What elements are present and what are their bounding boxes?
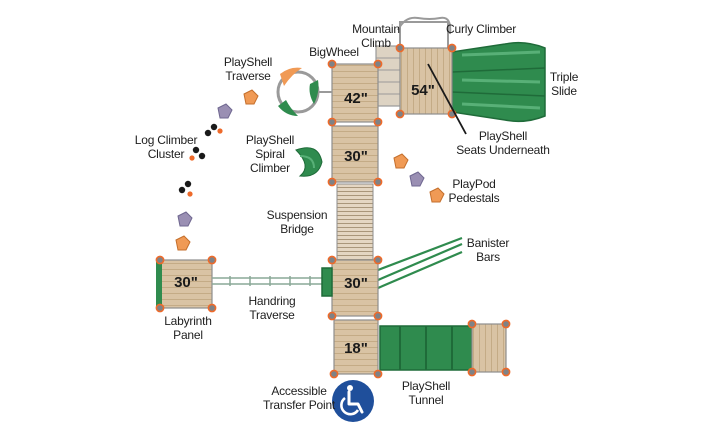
label-accessible-transfer-point: Accessible Transfer Point: [262, 384, 336, 412]
label-curly-climber: Curly Climber: [446, 22, 517, 36]
playshell-spiral-climber: [295, 147, 323, 177]
deck-30-left-label: 30": [174, 274, 198, 291]
deck-54-shape: [399, 47, 453, 115]
playpod-pedestals: [175, 89, 445, 251]
label-playshell-seats: PlayShell Seats Underneath: [456, 129, 550, 157]
deck-30-left-shape: [156, 259, 213, 309]
suspension-bridge-shape: [336, 183, 374, 261]
wheelchair-icon: [332, 380, 374, 422]
posts: [155, 43, 511, 379]
label-playshell-traverse: PlayShell Traverse: [223, 55, 273, 83]
playshell-seats-leader: [427, 63, 467, 135]
deck-30-upper-shape: [331, 125, 379, 183]
label-labyrinth-panel: Labyrinth Panel: [164, 314, 212, 342]
handring-traverse: [212, 267, 333, 297]
deck-18-shape: [333, 319, 379, 375]
deck-30-lower-label: 30": [344, 275, 368, 292]
label-handring-traverse: Handring Traverse: [248, 294, 296, 322]
label-playshell-tunnel: PlayShell Tunnel: [401, 379, 451, 407]
deck-30-upper-label: 30": [344, 148, 368, 165]
deck-42-shape: [331, 63, 379, 123]
banister-bars: [377, 236, 463, 290]
label-bigwheel: BigWheel: [309, 45, 359, 59]
triple-slide: [451, 41, 546, 123]
log-climber-cluster: [178, 123, 223, 197]
deck-42-label: 42": [344, 90, 368, 107]
playshell-traverse: [276, 67, 332, 116]
deck-18-label: 18": [344, 340, 368, 357]
playshell-tunnel: [379, 323, 507, 373]
curly-climber: [397, 16, 452, 51]
mountain-climb: [375, 45, 403, 107]
deck-30-lower-shape: [331, 259, 379, 317]
label-log-climber-cluster: Log Climber Cluster: [134, 133, 198, 161]
label-suspension-bridge: Suspension Bridge: [266, 208, 328, 236]
label-mountain-climb: Mountain Climb: [352, 22, 400, 50]
label-banister-bars: Banister Bars: [466, 236, 510, 264]
label-playshell-spiral-climber: PlayShell Spiral Climber: [245, 133, 295, 175]
label-playpod-pedestals: PlayPod Pedestals: [448, 177, 500, 205]
deck-54-label: 54": [411, 82, 435, 99]
label-triple-slide: Triple Slide: [549, 70, 579, 98]
